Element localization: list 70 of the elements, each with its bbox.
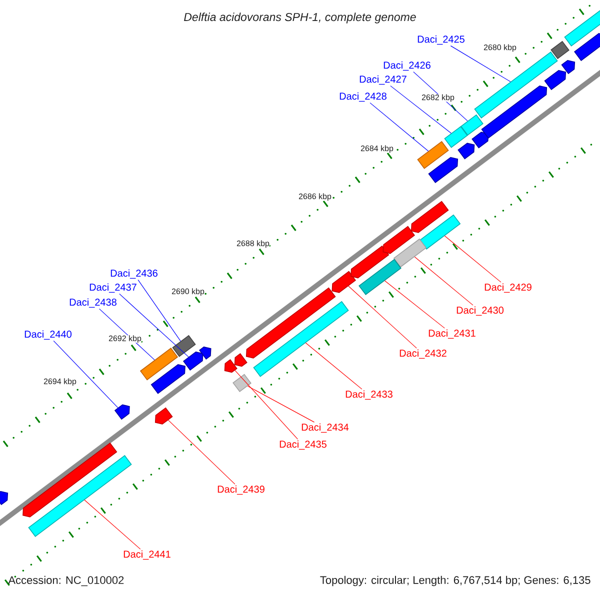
gene-label: Daci_2440 [24, 330, 72, 340]
footer-text: Accession: NC_010002 [8, 576, 124, 586]
leader-line [138, 280, 181, 342]
gene-feature [246, 287, 336, 359]
gene-label: Daci_2441 [124, 550, 170, 560]
leader-line [414, 256, 474, 306]
gene-feature [154, 407, 173, 425]
gene-label: Daci_2429 [484, 283, 532, 293]
gene-feature [150, 364, 186, 394]
scale-label: 2684 kbp [360, 145, 394, 153]
leader-line [413, 72, 468, 122]
gene-label: Daci_2433 [346, 390, 392, 400]
scale-label: 2686 kbp [298, 193, 332, 201]
gene-feature [234, 353, 248, 367]
gene-label: Daci_2430 [456, 306, 504, 316]
gene-bar [253, 301, 349, 377]
gene-bar [564, 10, 600, 46]
gene-bar [172, 335, 196, 357]
scale-label: 2694 kbp [44, 378, 76, 386]
leader-line [99, 308, 155, 360]
scale-label: 2688 kbp [236, 240, 270, 248]
gene-bar [417, 141, 449, 169]
gene-label: Daci_2428 [340, 92, 386, 102]
gene-feature [410, 200, 449, 234]
gene-bar [28, 455, 132, 537]
gene-feature [428, 156, 458, 184]
gene-label: Daci_2426 [384, 61, 430, 71]
gene-label: Daci_2437 [90, 283, 136, 293]
leader-line [168, 420, 236, 484]
leader-line [53, 340, 118, 408]
leader-line [390, 86, 452, 134]
leader-line [444, 236, 502, 282]
scale-label: 2682 kbp [422, 94, 454, 102]
gene-label: Daci_2425 [418, 35, 464, 45]
gene-feature [544, 70, 566, 90]
footer-text: Topology: circular; Length: 6,767,514 bp; Genes: 6,135 [320, 576, 590, 586]
gene-feature [332, 270, 356, 293]
gene-label: Daci_2427 [360, 75, 406, 85]
leader-line [84, 500, 141, 550]
gene-feature [22, 442, 118, 518]
gene-feature [382, 226, 416, 254]
leader-line [348, 286, 417, 348]
gene-feature [472, 132, 489, 148]
title: Delftia acidovorans SPH-1, complete genome [184, 12, 416, 24]
gene-label: Daci_2439 [218, 485, 264, 495]
leader-line [119, 294, 189, 358]
gene-label: Daci_2432 [400, 349, 446, 359]
gene-label: Daci_2431 [428, 329, 476, 339]
leader-line [450, 46, 511, 82]
gene-label: Daci_2436 [110, 269, 158, 279]
gene-bar [444, 126, 468, 148]
gene-label: Daci_2438 [70, 298, 116, 308]
gene-feature [183, 352, 204, 371]
gene-feature [224, 359, 238, 373]
leader-line [234, 370, 298, 440]
gene-label: Daci_2435 [280, 440, 326, 450]
gene-feature [458, 142, 475, 160]
gene-feature [350, 246, 390, 278]
scale-label: 2692 kbp [108, 335, 142, 343]
leader-line [384, 280, 445, 328]
leader-line [247, 386, 315, 422]
scale-label: 2690 kbp [172, 288, 204, 296]
gene-feature [0, 490, 8, 506]
gene-feature [481, 85, 548, 139]
leader-line [370, 102, 429, 152]
gene-feature [561, 60, 576, 74]
gene-bar [474, 52, 558, 118]
gene-label: Daci_2434 [302, 423, 349, 433]
leader-line [305, 342, 362, 390]
gene-feature [199, 346, 212, 360]
